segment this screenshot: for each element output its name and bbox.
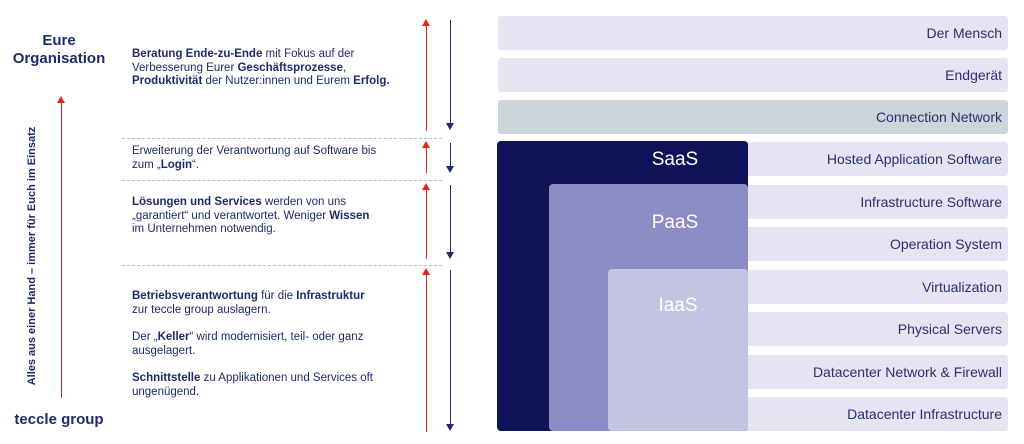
- layer-connection-network: Connection Network: [498, 100, 1008, 134]
- paas-label: PaaS: [651, 212, 699, 233]
- arrow-up-red: [422, 19, 430, 131]
- arrow-down-navy: [446, 270, 454, 431]
- iaas-label: IaaS: [658, 295, 698, 316]
- saas-label: SaaS: [651, 149, 699, 170]
- description-saas: Erweiterung der Verantwortung auf Softwa…: [132, 145, 377, 171]
- iaas-block: IaaS: [608, 269, 748, 431]
- arrow-up-red: [422, 141, 430, 173]
- divider: [122, 180, 442, 181]
- responsibility-arrow-up: [57, 96, 65, 398]
- description-paas: Lösungen und Services werden von uns „ga…: [132, 196, 370, 235]
- arrow-up-red: [422, 268, 430, 432]
- arrow-down-navy: [446, 185, 454, 259]
- arrow-down-navy: [446, 143, 454, 173]
- organisation-label: Eure Organisation: [12, 32, 106, 67]
- teccle-group-label: teccle group: [14, 411, 104, 428]
- layer-der-mensch: Der Mensch: [498, 16, 1008, 50]
- vertical-slogan: Alles aus einer Hand – immer für Euch im…: [26, 126, 38, 386]
- divider: [122, 265, 442, 266]
- divider: [122, 138, 442, 139]
- arrow-up-red: [422, 183, 430, 259]
- description-iaas: Betriebsverantwortung für die Infrastruk…: [132, 290, 373, 398]
- layer-endgeraet: Endgerät: [498, 58, 1008, 92]
- arrow-down-navy: [446, 20, 454, 130]
- description-consulting: Beratung Ende-zu-Ende mit Fokus auf der …: [132, 48, 390, 87]
